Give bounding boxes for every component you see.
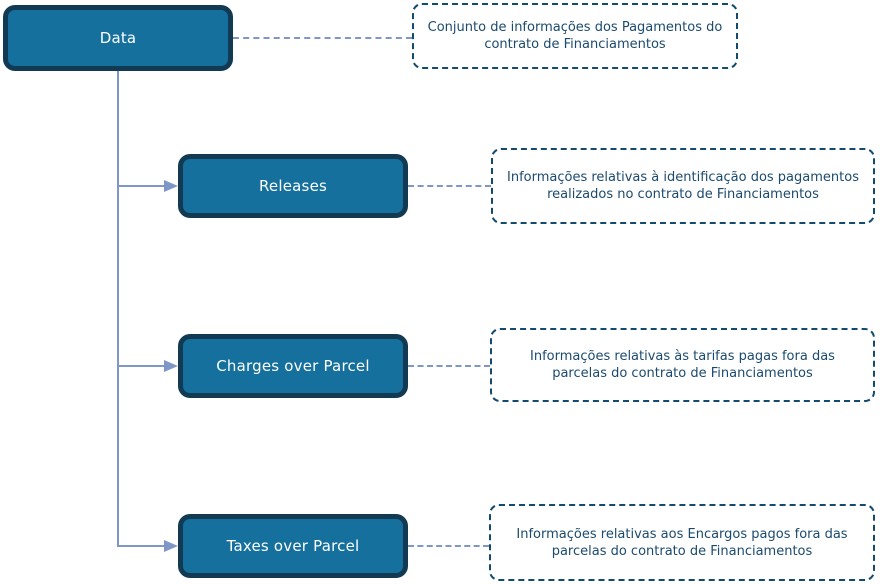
branch-line-releases [118, 185, 164, 187]
node-data: Data [3, 5, 233, 71]
node-data-label: Data [99, 29, 137, 47]
node-charges-over-parcel-label: Charges over Parcel [216, 357, 370, 375]
dashed-connector-taxes [408, 545, 489, 547]
dashed-connector-data [233, 37, 412, 39]
dashed-connector-releases [408, 185, 491, 187]
arrowhead-releases-icon [164, 180, 178, 192]
annotation-releases-text: Informações relativas à identificação do… [507, 170, 859, 202]
node-taxes-over-parcel-label: Taxes over Parcel [226, 537, 360, 555]
annotation-releases: Informações relativas à identificação do… [491, 148, 875, 224]
node-releases: Releases [178, 154, 408, 218]
annotation-charges-text: Informações relativas às tarifas pagas f… [530, 349, 835, 381]
arrowhead-charges-icon [164, 360, 178, 372]
annotation-taxes: Informações relativas aos Encargos pagos… [489, 504, 875, 581]
annotation-data: Conjunto de informações dos Pagamentos d… [412, 3, 738, 69]
node-releases-label: Releases [258, 177, 328, 195]
node-charges-over-parcel: Charges over Parcel [178, 334, 408, 398]
arrowhead-taxes-icon [164, 540, 178, 552]
dashed-connector-charges [408, 365, 490, 367]
annotation-data-text: Conjunto de informações dos Pagamentos d… [427, 20, 723, 52]
tree-trunk-line [117, 71, 119, 547]
annotation-taxes-text: Informações relativas aos Encargos pagos… [516, 526, 848, 559]
branch-line-charges [118, 365, 164, 367]
branch-line-taxes [118, 545, 164, 547]
annotation-charges: Informações relativas às tarifas pagas f… [490, 328, 875, 402]
node-taxes-over-parcel: Taxes over Parcel [178, 514, 408, 578]
